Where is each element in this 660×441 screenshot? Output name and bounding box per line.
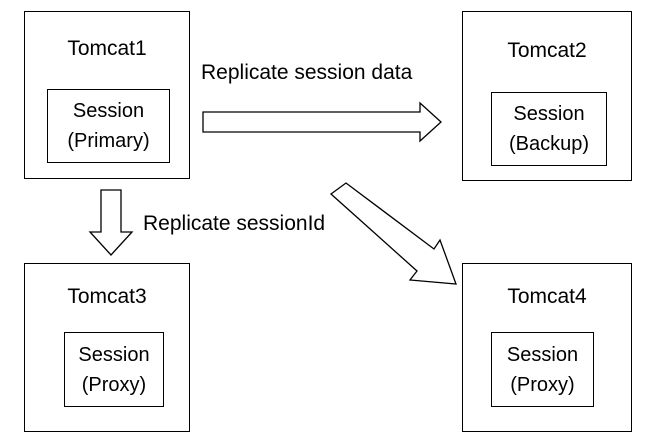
tomcat2-session-role: (Backup) bbox=[508, 133, 590, 155]
tomcat1-node: Tomcat1 Session (Primary) bbox=[24, 11, 190, 179]
tomcat1-session-box: Session (Primary) bbox=[47, 89, 170, 163]
replicate-sessionid-label: Replicate sessionId bbox=[143, 212, 326, 235]
tomcat2-node: Tomcat2 Session (Backup) bbox=[462, 11, 632, 181]
replicate-id-arrow-down bbox=[88, 189, 134, 256]
tomcat4-session-role: (Proxy) bbox=[510, 373, 575, 396]
tomcat3-session-box: Session (Proxy) bbox=[64, 332, 164, 407]
tomcat4-node: Tomcat4 Session (Proxy) bbox=[462, 263, 632, 432]
replicate-session-data-label: Replicate session data bbox=[201, 61, 413, 84]
tomcat1-title: Tomcat1 bbox=[67, 37, 147, 60]
tomcat3-session-role: (Proxy) bbox=[81, 373, 147, 396]
tomcat4-session-box: Session (Proxy) bbox=[491, 332, 594, 407]
tomcat4-title: Tomcat4 bbox=[507, 285, 587, 308]
tomcat2-title: Tomcat2 bbox=[507, 39, 587, 62]
tomcat4-session-label: Session bbox=[506, 343, 579, 366]
replicate-id-arrow-diagonal bbox=[329, 182, 457, 285]
tomcat1-session-label: Session bbox=[72, 100, 145, 122]
tomcat3-session-label: Session bbox=[78, 343, 150, 366]
replicate-data-arrow bbox=[202, 101, 442, 143]
tomcat2-session-box: Session (Backup) bbox=[491, 92, 607, 166]
tomcat3-title: Tomcat3 bbox=[67, 285, 147, 308]
tomcat2-session-label: Session bbox=[513, 103, 585, 125]
tomcat3-node: Tomcat3 Session (Proxy) bbox=[24, 263, 190, 432]
tomcat1-session-role: (Primary) bbox=[67, 130, 150, 152]
